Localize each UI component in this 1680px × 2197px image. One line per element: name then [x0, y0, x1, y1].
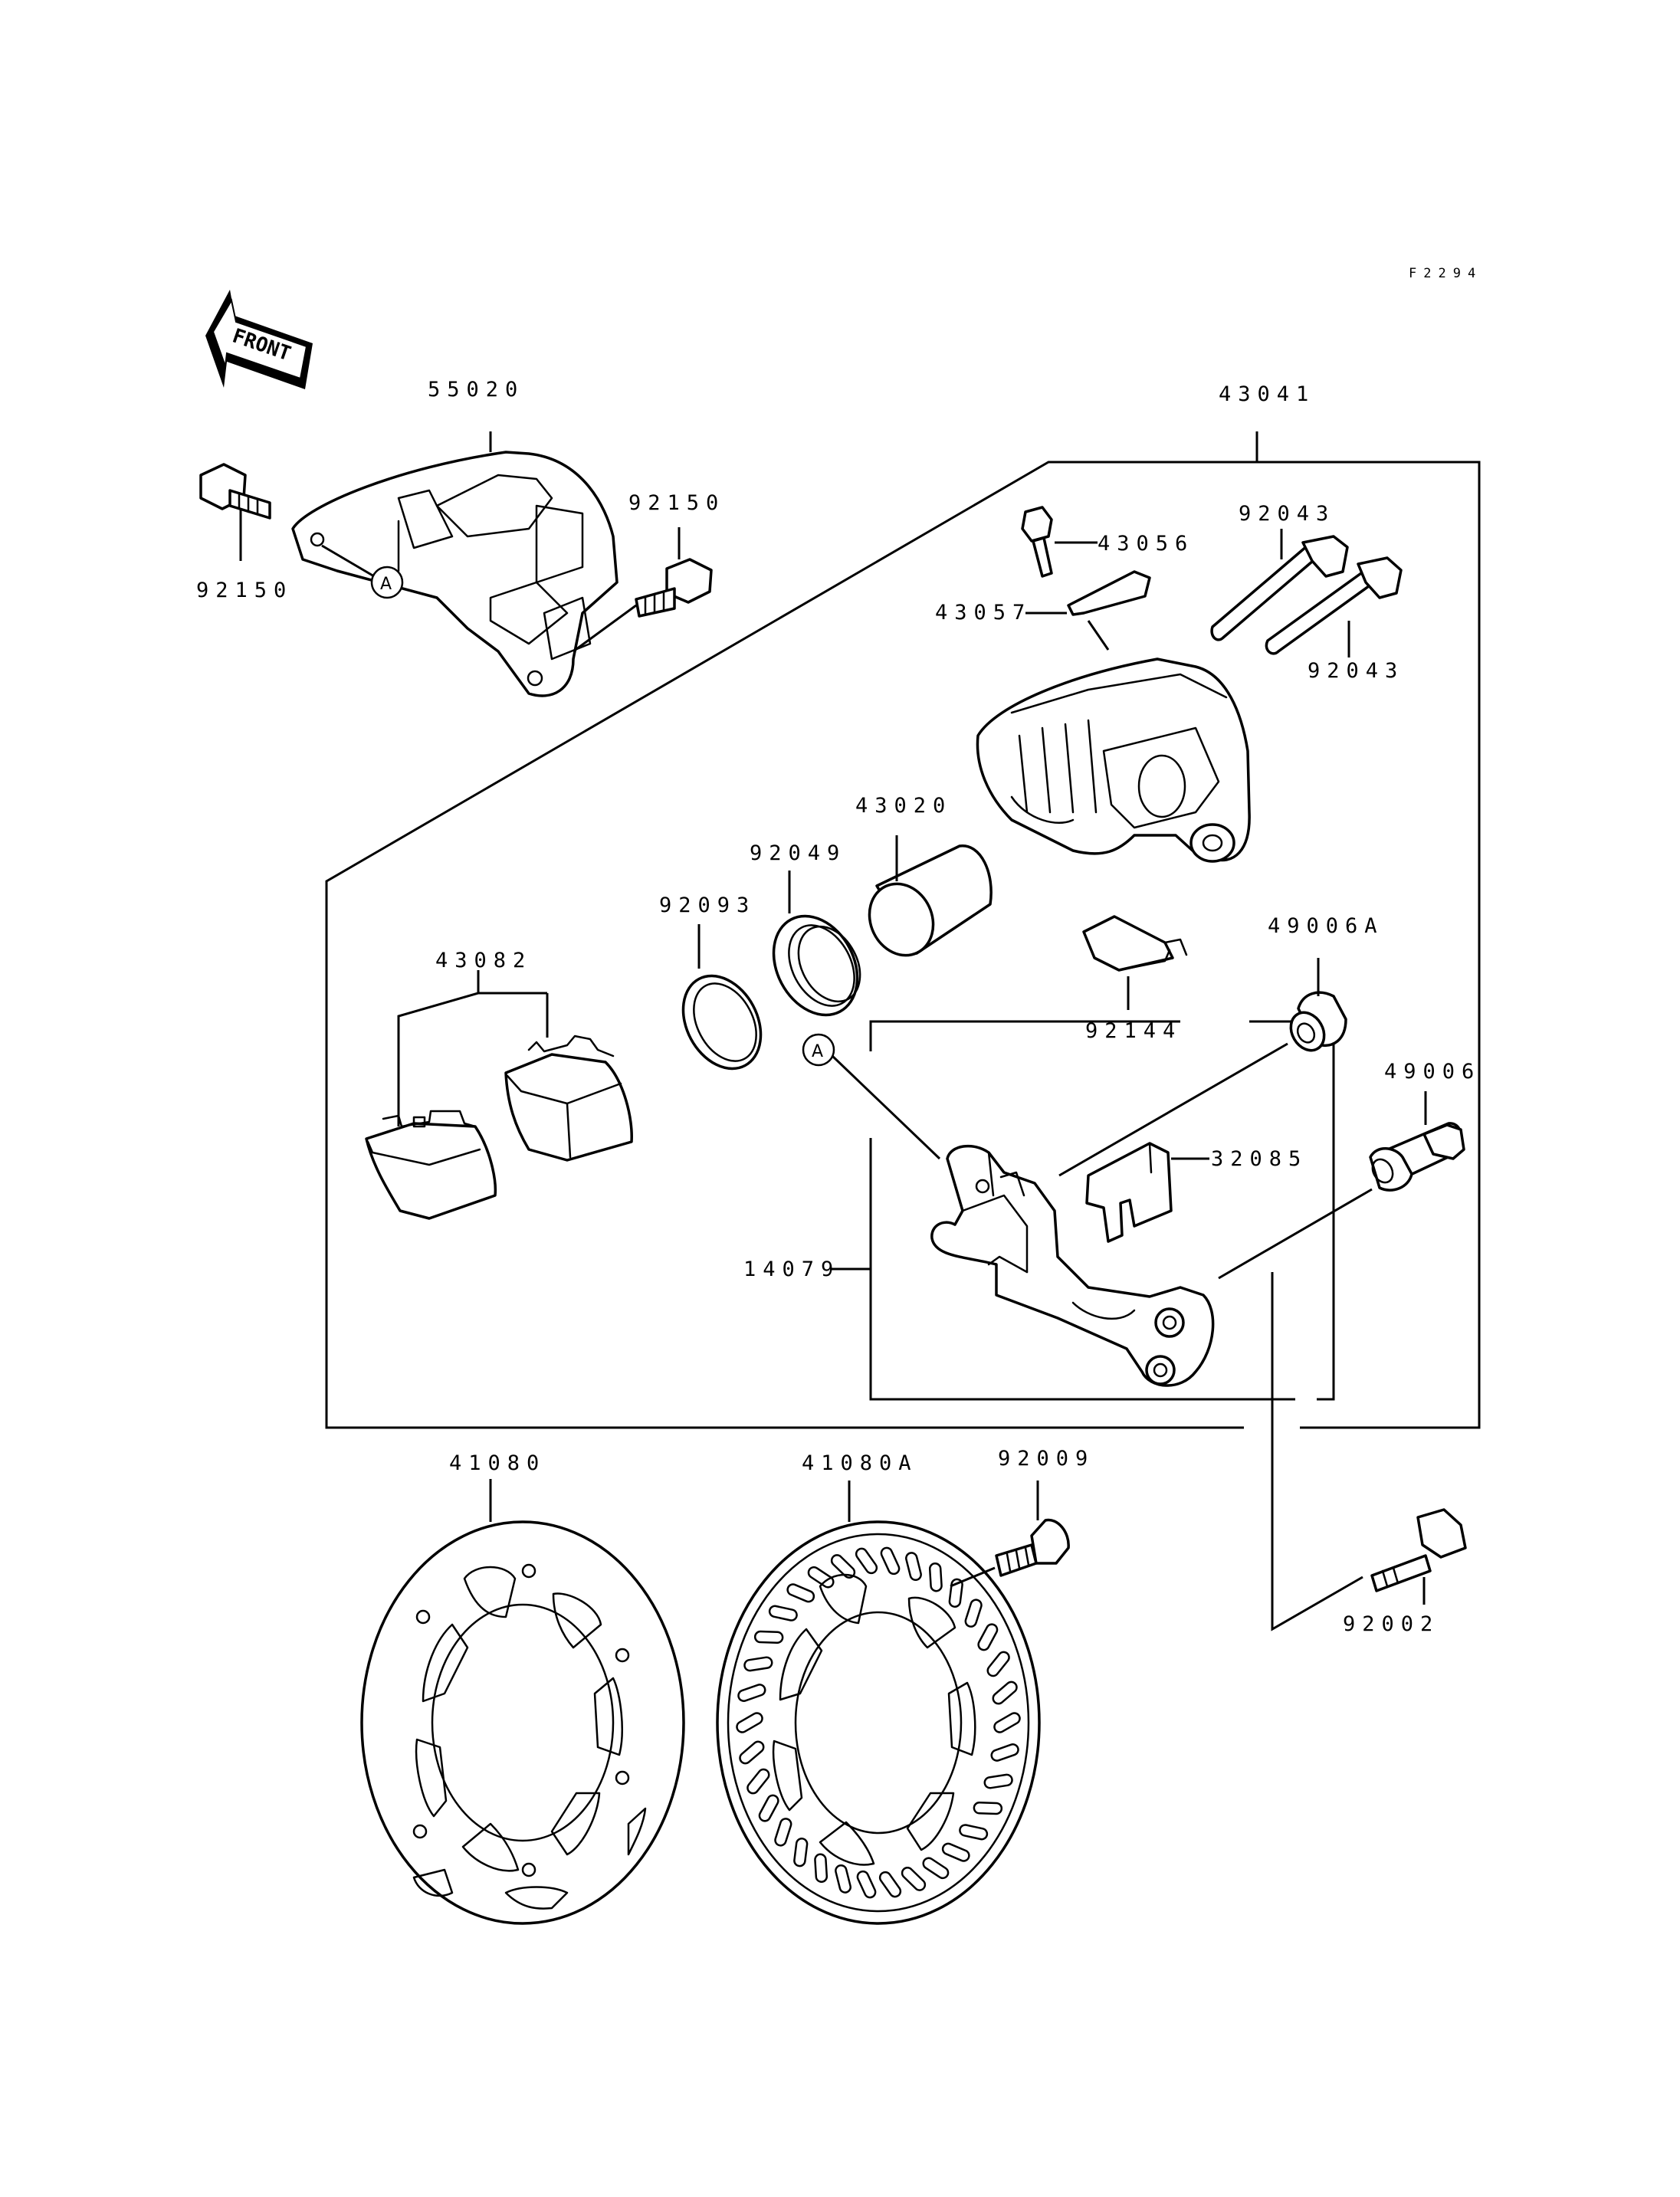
part-label-32085: 32085 — [1211, 1147, 1308, 1171]
part-label-92043-bottom: 92043 — [1308, 659, 1404, 683]
piston-seal-92093 — [681, 924, 763, 1071]
ref-marker-a-lower: A — [802, 1033, 941, 1160]
disc-slot — [959, 1824, 989, 1841]
disc-slot — [736, 1712, 763, 1733]
part-label-41080: 41080 — [449, 1451, 546, 1475]
disc-slot — [758, 1794, 779, 1822]
brake-pads-43082 — [365, 970, 633, 1220]
part-label-43057: 43057 — [935, 601, 1032, 625]
brake-disc-41080 — [360, 1479, 685, 1925]
part-label-49006: 49006 — [1384, 1060, 1481, 1084]
disc-slot — [835, 1864, 851, 1894]
ref-marker-a-top: A — [321, 544, 404, 599]
disc-slot — [774, 1818, 792, 1847]
disc-slot — [901, 1866, 927, 1891]
disc-cooling-slots — [736, 1546, 1021, 1899]
disc-slot — [807, 1566, 835, 1589]
pin-92043-b — [1265, 556, 1403, 657]
disc-slot — [746, 1768, 770, 1795]
dust-seal-92049 — [772, 871, 861, 1017]
bolt-92150-right — [573, 527, 713, 653]
part-label-41080A: 41080A — [802, 1451, 918, 1475]
disc-slot — [941, 1842, 970, 1862]
disc-slot — [814, 1853, 829, 1884]
disc-slot — [753, 1630, 784, 1644]
part-label-43082: 43082 — [435, 949, 532, 972]
disc-slot — [793, 1838, 809, 1867]
part-label-43020: 43020 — [855, 794, 952, 818]
boot-49006A — [1058, 958, 1347, 1177]
disc-slot — [964, 1599, 983, 1628]
bleeder-valve-43056 — [1021, 506, 1098, 578]
disc-slot — [905, 1552, 922, 1582]
part-label-92150-left: 92150 — [196, 579, 293, 602]
bolt-92009 — [950, 1481, 1070, 1588]
part-label-92002: 92002 — [1343, 1612, 1439, 1636]
part-label-92043-top: 92043 — [1239, 502, 1335, 526]
disc-slot — [928, 1562, 943, 1592]
disc-slot — [737, 1684, 766, 1702]
disc-slot — [856, 1870, 877, 1899]
disc-slot — [922, 1857, 950, 1880]
pin-92043-a — [1210, 529, 1349, 641]
disc-slot — [983, 1773, 1013, 1789]
part-label-49006A: 49006A — [1268, 914, 1384, 938]
bleeder-cap-43057 — [1025, 570, 1151, 651]
disc-slot — [977, 1623, 999, 1651]
part-label-92150-right: 92150 — [628, 491, 725, 515]
disc-slot — [948, 1578, 963, 1608]
pad-spring-92144 — [1082, 915, 1188, 1010]
disc-slot — [739, 1740, 765, 1765]
disc-slot — [986, 1651, 1010, 1677]
pad-retainer-32085 — [1085, 1142, 1209, 1243]
disc-slot — [743, 1656, 773, 1672]
disc-slot — [786, 1583, 815, 1603]
disc-slot — [990, 1743, 1019, 1762]
bracket-subassembly-frame — [869, 1020, 1335, 1401]
brake-disc-41080A — [716, 1481, 1041, 1925]
boot-49006 — [1218, 1091, 1465, 1280]
part-label-92144: 92144 — [1085, 1019, 1182, 1043]
part-label-92093: 92093 — [659, 894, 756, 917]
bolt-92150-left — [199, 463, 271, 561]
disc-slot — [768, 1605, 798, 1622]
part-label-55020: 55020 — [428, 378, 524, 402]
svg-text:A: A — [812, 1042, 823, 1061]
disc-slot — [880, 1546, 901, 1576]
disc-slot — [973, 1802, 1003, 1815]
svg-text:A: A — [380, 575, 392, 594]
part-label-92049: 92049 — [750, 841, 846, 865]
piston-43020 — [868, 835, 993, 957]
front-arrow-icon: FRONT — [205, 290, 313, 389]
caliper-bracket-14079 — [831, 1144, 1215, 1387]
part-label-92009: 92009 — [998, 1447, 1094, 1471]
caliper-assembly-frame — [325, 431, 1481, 1429]
caliper-holder-55020 — [291, 451, 619, 697]
figure-code: F2294 — [1409, 266, 1482, 281]
bolt-92002 — [1271, 1272, 1467, 1631]
disc-slot — [878, 1871, 902, 1898]
disc-slot — [993, 1712, 1021, 1733]
disc-slot — [992, 1681, 1018, 1705]
disc-slot — [855, 1547, 878, 1575]
caliper-body — [976, 657, 1251, 863]
part-label-43041: 43041 — [1219, 382, 1315, 406]
part-label-43056: 43056 — [1098, 532, 1194, 556]
part-label-14079: 14079 — [743, 1258, 840, 1281]
